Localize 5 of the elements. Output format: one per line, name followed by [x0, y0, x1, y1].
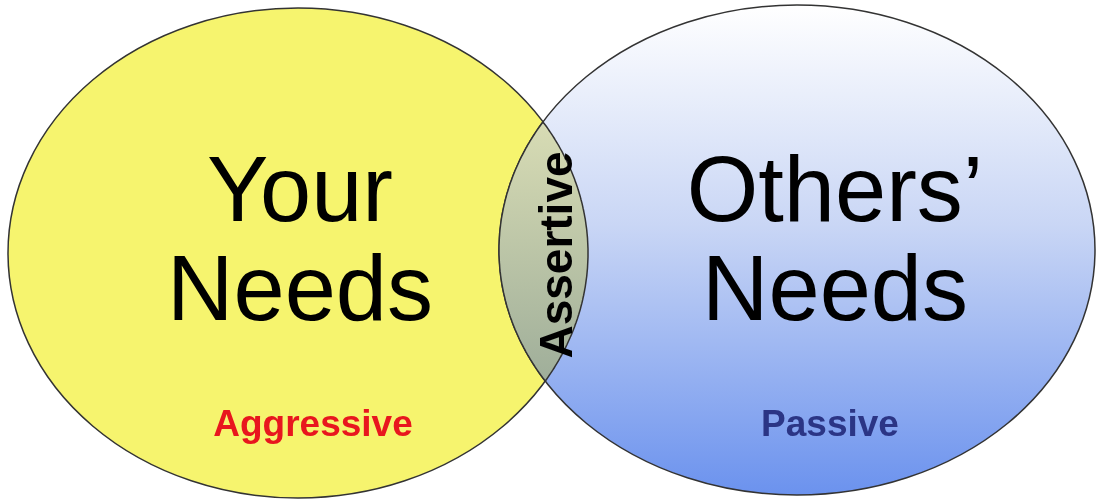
style-label: Passive	[760, 402, 900, 446]
circle-title: Others’ Needs	[685, 140, 985, 339]
circle-title: Your Needs	[166, 140, 434, 339]
style-label: Aggressive	[212, 402, 414, 446]
overlap-label: Assertive	[533, 151, 579, 359]
